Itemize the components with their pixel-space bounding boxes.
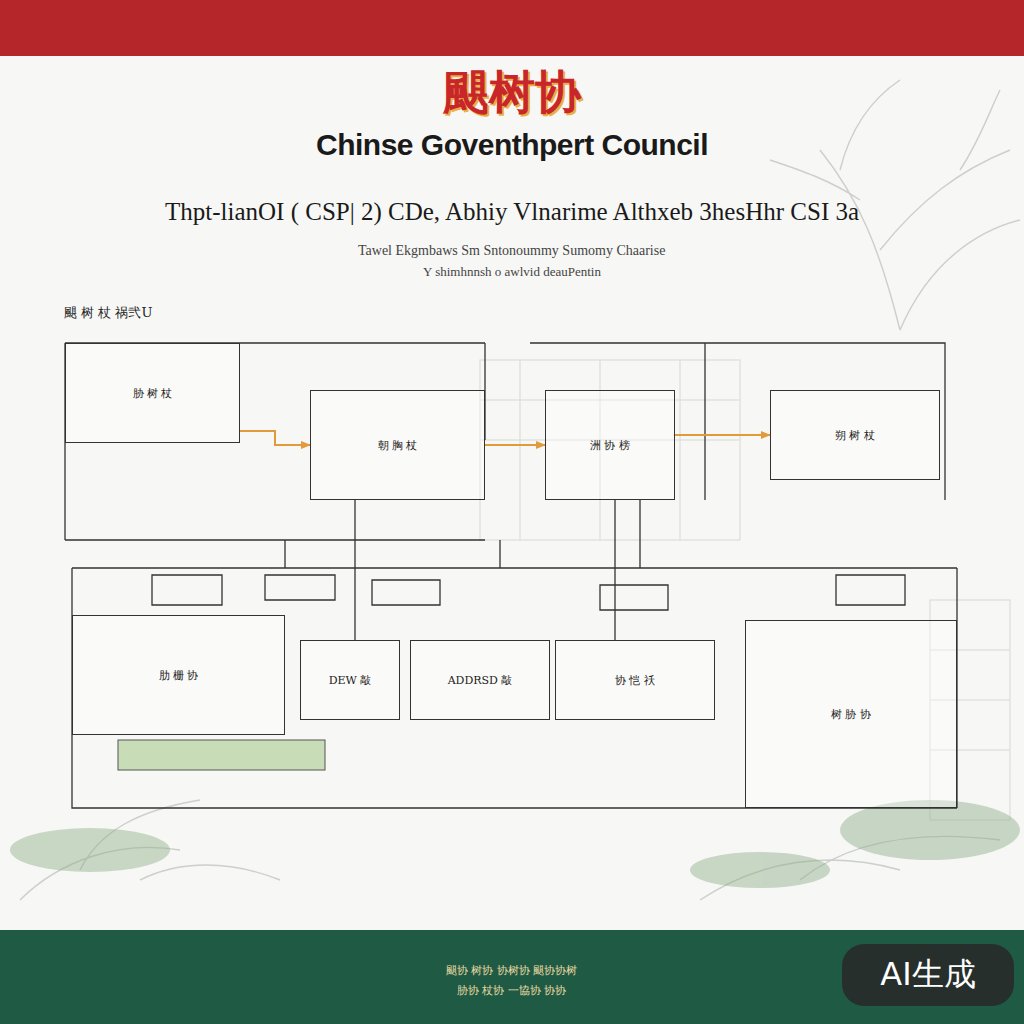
top-band bbox=[0, 0, 1024, 56]
process-box: 朝 胸 杖 bbox=[310, 390, 485, 500]
box-label: 协 恺 祅 bbox=[609, 669, 661, 692]
box-label: 肋 栅 协 bbox=[153, 664, 205, 687]
footer-text: 胁协 杖协 一協协 协协 bbox=[457, 983, 567, 998]
bottom-band bbox=[0, 930, 1024, 1024]
footer-text: 颶协 树协 协树协 颶协协树 bbox=[446, 963, 578, 978]
box-label: ADDRSD 敲 bbox=[442, 669, 519, 692]
connector bbox=[354, 500, 355, 640]
process-box: 协 恺 祅 bbox=[555, 640, 715, 720]
subheading: Tawel Ekgmbaws Sm Sntonoummy Sumomy Chaa… bbox=[358, 243, 665, 259]
box-label: 朝 胸 杖 bbox=[372, 434, 424, 457]
process-box: DEW 敲 bbox=[300, 640, 400, 720]
building-sketch bbox=[480, 360, 1010, 820]
process-box: 胁 树 杖 bbox=[65, 343, 240, 443]
foliage bbox=[10, 800, 1020, 888]
process-box: 洲 协 榜 bbox=[545, 390, 675, 500]
process-box: 朔 树 杖 bbox=[770, 390, 940, 480]
watermark-badge: AI生成 bbox=[842, 944, 1014, 1006]
subtitle: Thpt-lianOI ( CSP| 2) CDe, Abhiy Vlnarim… bbox=[165, 198, 859, 226]
connector bbox=[614, 500, 615, 640]
title: Chinse Goventhpert Council bbox=[316, 128, 708, 162]
green-bar bbox=[118, 740, 325, 770]
connector bbox=[485, 444, 545, 446]
box-label: 树 胁 协 bbox=[825, 703, 877, 726]
tree-sketch bbox=[20, 80, 1020, 900]
section-label: 颶 树 杖 祸弐U bbox=[64, 304, 152, 322]
process-box: 树 胁 协 bbox=[745, 620, 957, 808]
frame-lines bbox=[65, 343, 957, 808]
connector bbox=[675, 434, 770, 436]
box-label: 洲 协 榜 bbox=[584, 434, 636, 457]
red-heading: 颶树协 bbox=[443, 62, 581, 124]
box-label: DEW 敲 bbox=[323, 669, 378, 692]
watermark: AI生成 bbox=[880, 953, 975, 997]
box-label: 朔 树 杖 bbox=[829, 424, 881, 447]
box-label: 胁 树 杖 bbox=[127, 382, 179, 405]
process-box: ADDRSD 敲 bbox=[410, 640, 550, 720]
connector bbox=[240, 431, 310, 445]
process-box: 肋 栅 协 bbox=[72, 615, 285, 735]
subheading: Y shimhnnsh o awlvid deauPentin bbox=[423, 264, 601, 280]
